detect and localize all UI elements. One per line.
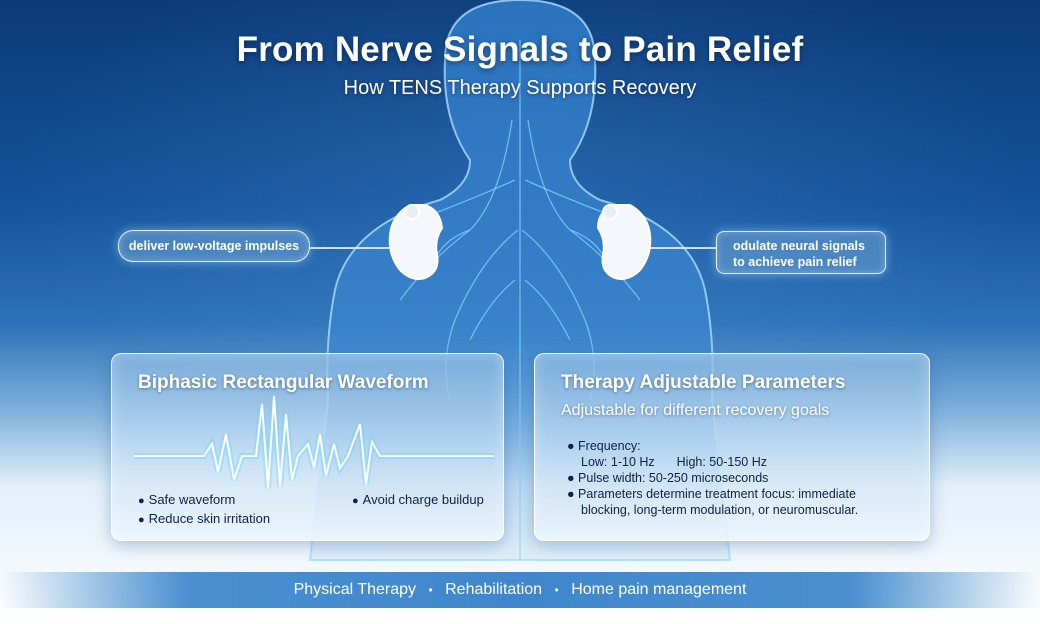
param-pulse-width: ● Pulse width: 50-250 microseconds [567, 471, 769, 485]
parameters-panel: Therapy Adjustable Parameters Adjustable… [534, 353, 930, 541]
footer-item-rehabilitation: Rehabilitation [445, 581, 543, 598]
footer-bar: Physical Therapy • Rehabilitation • Home… [0, 572, 1040, 608]
bullet-dot: ● [352, 495, 359, 507]
waveform-bullet-safe: ●Safe waveform [138, 492, 236, 507]
param-focus: ● Parameters determine treatment focus: … [567, 487, 856, 501]
bullet-dot: ● [567, 439, 579, 453]
footer-item-home-pain-management: Home pain management [571, 581, 747, 598]
callout-impulses: deliver low-voltage impulses [118, 230, 310, 262]
bullet-dot: ● [567, 487, 579, 501]
callout-neural-line1: odulate neural signals [733, 239, 865, 253]
param-frequency: ● Frequency: [567, 439, 641, 453]
waveform-bullet-charge: ●Avoid charge buildup [352, 492, 484, 507]
electrode-pad-right [596, 204, 652, 280]
connector-line-left [309, 247, 389, 249]
callout-impulses-text: deliver low-voltage impulses [128, 239, 300, 253]
bullet-dot: ● [567, 471, 579, 485]
waveform-graphic [134, 395, 494, 489]
electrode-pad-left [388, 204, 444, 280]
waveform-bullet-skin: ●Reduce skin irritation [138, 511, 271, 526]
page-title: From Nerve Signals to Pain Relief [236, 30, 804, 69]
page-subtitle: How TENS Therapy Supports Recovery [343, 77, 697, 99]
waveform-panel: Biphasic Rectangular Waveform ●Safe wave… [111, 353, 504, 541]
parameters-panel-title: Therapy Adjustable Parameters [561, 372, 846, 393]
bullet-dot: ● [138, 495, 145, 507]
connector-line-right [650, 247, 716, 249]
footer-separator: • [554, 583, 559, 597]
callout-neural-signals: odulate neural signals to achieve pain r… [716, 231, 886, 274]
footer-item-physical-therapy: Physical Therapy [293, 581, 417, 598]
footer-separator: • [428, 583, 433, 597]
parameters-panel-subtitle: Adjustable for different recovery goals [561, 402, 830, 419]
callout-neural-line2: to achieve pain relief [733, 255, 857, 269]
bullet-dot: ● [138, 514, 145, 526]
waveform-panel-title: Biphasic Rectangular Waveform [138, 372, 429, 393]
param-focus-cont: blocking, long-term modulation, or neuro… [581, 503, 859, 517]
